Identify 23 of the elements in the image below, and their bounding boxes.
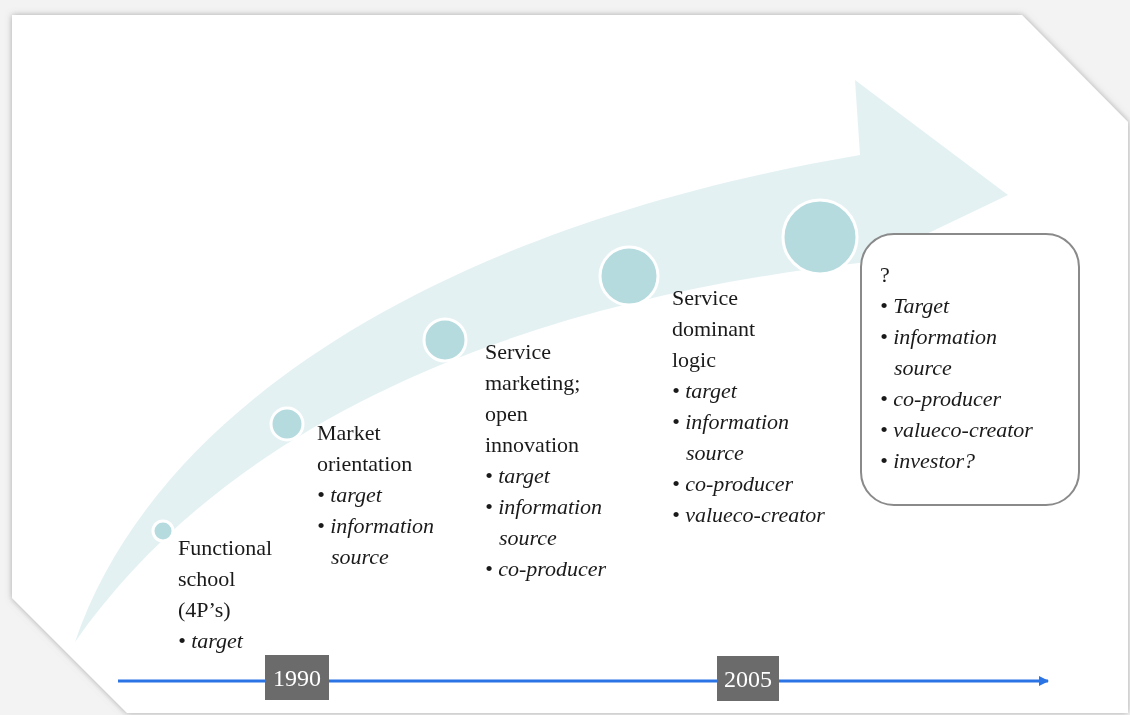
bullet-item: • information source [317, 512, 436, 571]
year-box: 2005 [717, 656, 779, 701]
bullet-item: • co-producer [672, 470, 795, 498]
bullet-item: • target [178, 627, 245, 655]
rounded-box [860, 233, 1080, 506]
bullet-item: • information source [672, 408, 791, 467]
bullet-item: • Target [880, 292, 951, 320]
bullet-item: • information source [485, 493, 604, 552]
stage-heading: Service marketing; open innovation [485, 338, 582, 459]
bullet-item: • target [317, 481, 384, 509]
stage-heading: Service dominant logic [672, 284, 757, 374]
bullet-item: • valueco-creator [880, 416, 1034, 444]
bullet-item: • information source [880, 323, 999, 382]
bullet-item: • valueco-creator [672, 501, 825, 529]
stage-heading: Functional school (4P’s) [178, 534, 274, 624]
bullet-item: • investor? [880, 447, 977, 475]
bullet-item: • target [672, 377, 739, 405]
year-box: 1990 [265, 655, 329, 700]
bullet-item: • co-producer [485, 555, 608, 583]
bullet-item: • co-producer [880, 385, 1003, 413]
stage-heading: Market orientation [317, 419, 414, 478]
box-heading: ? [880, 261, 890, 289]
bullet-item: • target [485, 462, 552, 490]
